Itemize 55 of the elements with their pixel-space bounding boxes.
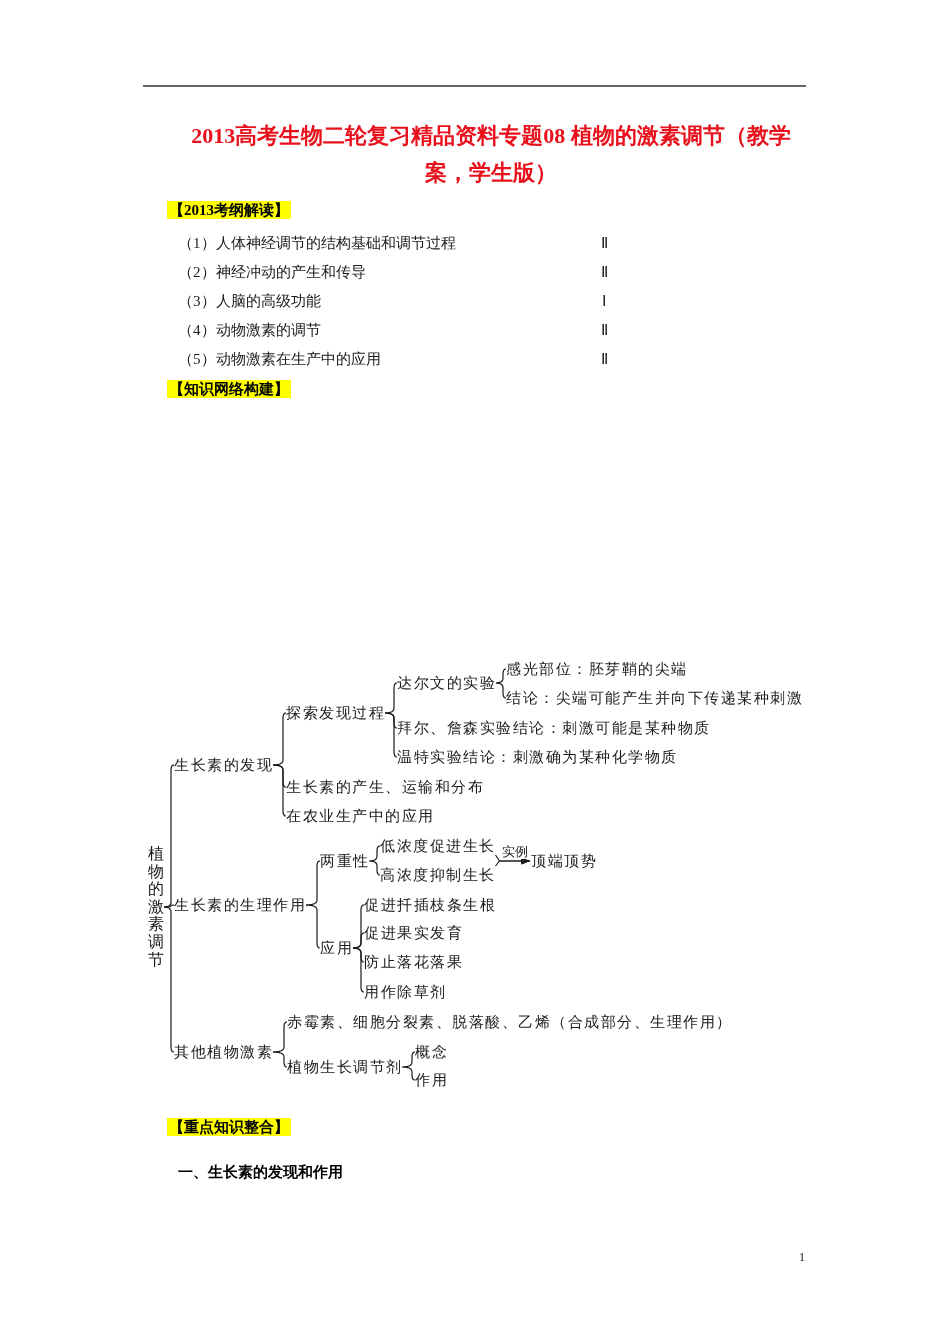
concept-text: 高浓度抑制生长 (380, 866, 496, 884)
brace-connector (352, 947, 365, 993)
brace-connector (495, 682, 507, 699)
section-heading: 【重点知识整合】 (167, 1118, 291, 1136)
section-heading: 【2013考纲解读】 (167, 201, 291, 219)
brace-connector (272, 1051, 288, 1068)
concept-text: 应用 (320, 939, 353, 957)
concept-text: 低浓度促进生长 (380, 837, 496, 855)
concept-text: 探索发现过程 (286, 704, 385, 722)
topic-column-text: 植物的激素调节 (148, 845, 164, 969)
concept-text: 拜尔、詹森实验结论：刺激可能是某种物质 (397, 719, 711, 737)
brace-connector (368, 860, 381, 876)
concept-text: 顶端顶势 (531, 852, 597, 870)
brace-connector (401, 1051, 416, 1068)
syllabus-item: （2）神经冲动的产生和传导 (178, 263, 366, 281)
level-mark: Ⅱ (600, 234, 608, 252)
brace-connector (368, 845, 381, 862)
syllabus-item: （4）动物激素的调节 (178, 321, 321, 339)
concept-text: 防止落花落果 (364, 953, 463, 971)
concept-text: 在农业生产中的应用 (286, 807, 435, 825)
level-mark: Ⅱ (600, 263, 608, 281)
section-heading: 【知识网络构建】 (167, 380, 291, 398)
syllabus-item: （5）动物激素在生产中的应用 (178, 350, 381, 368)
concept-text: 感光部位：胚芽鞘的尖端 (506, 660, 688, 678)
syllabus-item: （1）人体神经调节的结构基础和调节过程 (178, 234, 456, 252)
concept-text: 生长素的产生、运输和分布 (286, 778, 484, 796)
brace-connector (384, 712, 398, 758)
concept-text: 促进扦插枝条生根 (364, 896, 496, 914)
brace-connector (163, 906, 175, 1053)
brace-connector (401, 1066, 416, 1081)
edge-label: 实例 (500, 844, 529, 859)
brace-connector (495, 668, 507, 684)
concept-text: 其他植物激素 (174, 1043, 273, 1061)
concept-text: 植物生长调节剂 (287, 1058, 403, 1076)
concept-text: 作用 (415, 1071, 448, 1089)
level-mark: Ⅱ (600, 321, 608, 339)
page-number: 1 (799, 1250, 805, 1264)
brace-connector (305, 904, 321, 949)
concept-text: 生长素的生理作用 (174, 896, 306, 914)
document-title: 2013高考生物二轮复习精品资料专题08 植物的激素调节（教学案，学生版） (190, 122, 792, 187)
concept-text: 生长素的发现 (174, 756, 273, 774)
concept-text: 用作除草剂 (364, 983, 447, 1001)
syllabus-item: （3）人脑的高级功能 (178, 292, 321, 310)
concept-text: 促进果实发育 (364, 924, 463, 942)
level-mark: Ⅰ (602, 292, 606, 310)
subheading: 一、生长素的发现和作用 (178, 1163, 343, 1181)
level-mark: Ⅱ (600, 350, 608, 368)
concept-text: 赤霉素、细胞分裂素、脱落酸、乙烯（合成部分、生理作用） (287, 1013, 733, 1031)
concept-text: 结论：尖端可能产生并向下传递某种刺激 (506, 689, 803, 707)
concept-text: 温特实验结论：刺激确为某种化学物质 (397, 748, 678, 766)
concept-text: 概念 (415, 1043, 448, 1061)
concept-text: 达尔文的实验 (397, 674, 496, 692)
brace-connector (163, 904, 175, 908)
brace-connector (272, 764, 287, 817)
concept-text: 两重性 (320, 852, 370, 870)
